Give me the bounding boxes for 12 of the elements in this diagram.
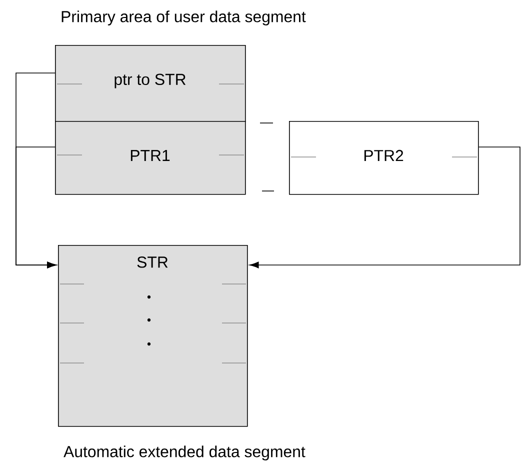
memory-box xyxy=(58,245,248,427)
memory-box xyxy=(55,45,246,122)
arrow xyxy=(16,146,56,268)
box-label: PTR2 xyxy=(364,150,404,162)
arrow xyxy=(249,146,520,268)
box-label: PTR1 xyxy=(130,150,170,161)
memory-box xyxy=(55,121,246,195)
segment-caption: Automatic extended data segment xyxy=(64,446,306,460)
box-label: STR xyxy=(137,256,168,268)
memory-box xyxy=(289,121,479,195)
segment-caption: Primary area of user data segment xyxy=(62,10,306,26)
box-label: ptr to STR xyxy=(114,74,186,88)
